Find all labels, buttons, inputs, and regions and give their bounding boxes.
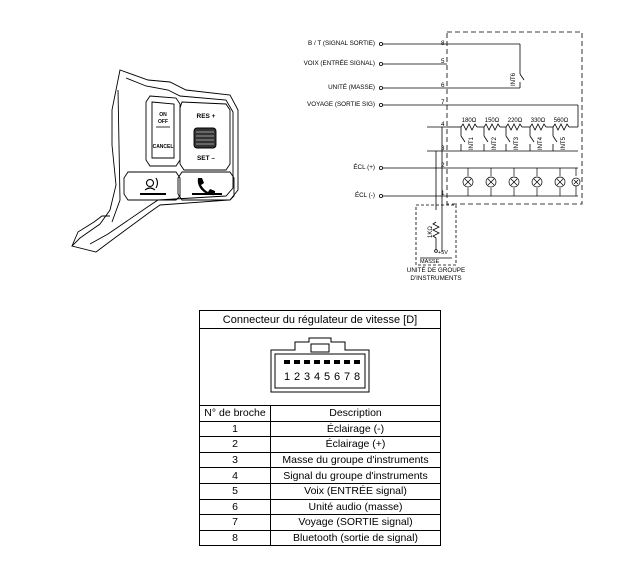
wiring-diagram: ON OFF CANCEL RES + SET – B / T (SIGNAL … — [71, 31, 583, 282]
schematic-wiring — [378, 31, 583, 266]
signal-label-ecl-plus: ÉCL (+) — [353, 162, 375, 171]
connector-pin-table: Connecteur du régulateur de vitesse [D] … — [198, 310, 442, 547]
bulb-icon — [508, 168, 520, 196]
switch-label: INT3 — [514, 136, 520, 150]
pin-number: 6 — [441, 82, 445, 89]
description-cell: Voix (ENTRÉE signal) — [269, 482, 442, 500]
pin-number: 3 — [441, 145, 445, 152]
signal-label-trip: VOYAGE (SORTIE SIG) — [307, 101, 375, 108]
switch-label: INT2 — [492, 136, 498, 150]
phone-icon — [197, 178, 215, 196]
pin-number: 4 — [441, 121, 445, 128]
resistor-label: 180Ω — [462, 118, 477, 124]
signal-label-ecl-minus: ÉCL (-) — [355, 190, 375, 199]
switch-label: INT4 — [538, 136, 544, 150]
switch-label: INT1 — [469, 136, 475, 150]
bulb-icon — [462, 168, 474, 196]
resistor-label: 220Ω — [508, 118, 523, 124]
connector-pin-number: 3 — [304, 371, 310, 383]
res-label: RES + — [197, 113, 216, 120]
pin-cell: 6 — [199, 498, 271, 516]
pin-number: 5 — [441, 58, 445, 65]
bulb-icon — [485, 168, 497, 196]
bulb-array — [462, 168, 581, 196]
connector-icon: 1 2 3 4 5 6 7 8 — [270, 337, 370, 393]
resistor-label: 330Ω — [531, 118, 546, 124]
connector-title: Connecteur du régulateur de vitesse [D] — [198, 310, 442, 329]
bulb-icon — [531, 168, 543, 196]
description-cell: Éclairage (-) — [269, 420, 442, 438]
pin-number: 1 — [441, 190, 445, 197]
bulb-icon — [571, 168, 581, 196]
pin-cell: 7 — [199, 514, 271, 531]
cluster-ground-label: MASSE — [420, 259, 440, 265]
off-label: OFF — [158, 119, 168, 125]
description-cell: Voyage (SORTIE signal) — [269, 514, 442, 531]
pin-cell: 3 — [199, 451, 271, 469]
set-label: SET – — [197, 155, 215, 162]
signal-label-unit: UNITÉ (MASSE) — [328, 82, 375, 91]
connector-pin-number: 2 — [294, 371, 300, 383]
cruise-switch-illustration — [71, 69, 239, 253]
description-cell: Signal du groupe d'instruments — [269, 467, 442, 484]
resistor-label: 150Ω — [485, 118, 500, 124]
connector-pin-number: 8 — [354, 371, 360, 383]
pin-cell: 8 — [199, 529, 271, 547]
cluster-caption-1: UNITÉ DE GROUPE — [407, 265, 465, 274]
switch-label: INT5 — [561, 136, 567, 150]
connector-pin-number: 4 — [314, 371, 320, 383]
cluster-caption-2: D'INSTRUMENTS — [410, 275, 461, 282]
cluster-voltage-label: +5V — [438, 250, 448, 256]
pin-cell: 5 — [199, 482, 271, 500]
pin-cell: 4 — [199, 467, 271, 484]
pin-cell: 2 — [199, 436, 271, 453]
description-cell: Bluetooth (sortie de signal) — [269, 529, 442, 547]
signal-label-bt: B / T (SIGNAL SORTIE) — [308, 40, 375, 47]
connector-drawing-cell: 1 2 3 4 5 6 7 8 — [198, 328, 442, 406]
pin-number: 7 — [441, 99, 445, 106]
cancel-label: CANCEL — [153, 144, 174, 150]
column-header-description: Description — [269, 405, 442, 422]
description-cell: Unité audio (masse) — [269, 498, 442, 516]
pin-number: 8 — [441, 40, 445, 47]
connector-pin-number: 7 — [344, 371, 350, 383]
column-header-pin: N° de broche — [199, 405, 271, 422]
resistor-label: 560Ω — [554, 118, 569, 124]
voice-icon — [144, 177, 159, 191]
pin-number: 2 — [441, 162, 445, 169]
int6-label: INT6 — [511, 72, 517, 86]
signal-label-voice: VOIX (ENTRÉE SIGNAL) — [304, 58, 375, 67]
connector-pin-number: 1 — [284, 371, 290, 383]
on-label: ON — [159, 112, 167, 118]
connector-pin-number: 6 — [334, 371, 340, 383]
description-cell: Éclairage (+) — [269, 436, 442, 453]
connector-pin-number: 5 — [324, 371, 330, 383]
pin-cell: 1 — [199, 420, 271, 438]
bulb-icon — [554, 168, 566, 196]
description-cell: Masse du groupe d'instruments — [269, 451, 442, 469]
cluster-resistor-label: 1KΩ — [428, 226, 434, 238]
table-header-row: N° de broche Description — [199, 405, 442, 422]
